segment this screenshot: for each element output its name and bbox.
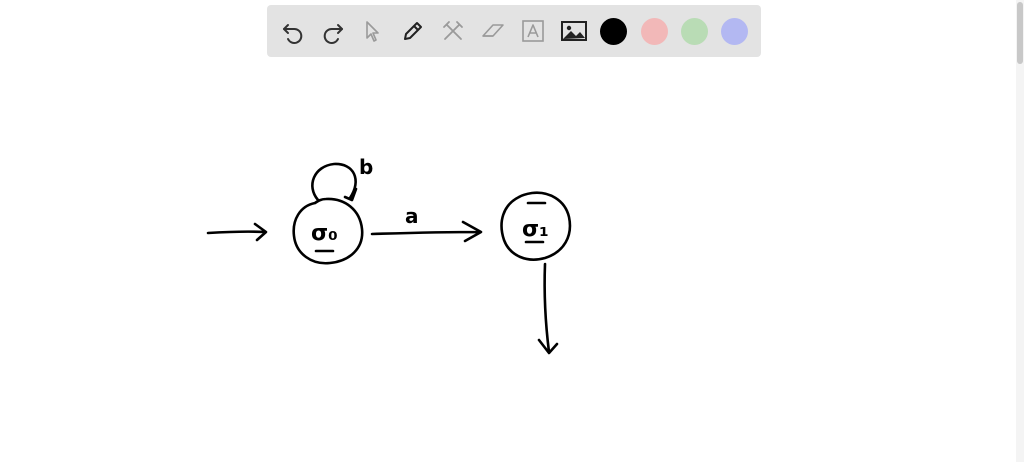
vertical-scrollbar[interactable]: [1016, 0, 1024, 462]
undo-button[interactable]: [275, 13, 311, 49]
scrollbar-thumb[interactable]: [1017, 2, 1023, 64]
color-blue-swatch[interactable]: [721, 18, 748, 45]
exit-arrow: [537, 262, 559, 355]
undo-icon: [283, 24, 303, 44]
color-pink-swatch[interactable]: [641, 18, 668, 45]
redo-button[interactable]: [315, 13, 351, 49]
edge-label: a: [405, 204, 419, 228]
state-0-label: σ₀: [311, 221, 338, 246]
state-1-circle: [500, 191, 572, 261]
image-icon: [561, 21, 587, 41]
image-tool-button[interactable]: [556, 13, 592, 49]
pen-icon: [404, 22, 422, 40]
drawing-toolbar: [267, 5, 761, 57]
text-icon: [522, 20, 544, 42]
select-tool-button[interactable]: [355, 13, 391, 49]
color-black-swatch[interactable]: [600, 18, 627, 45]
select-pointer-icon: [366, 21, 379, 42]
transition-arrow: [370, 220, 483, 243]
state-0-circle: [292, 197, 364, 265]
text-tool-button[interactable]: [515, 13, 551, 49]
loop-label: b: [359, 155, 373, 179]
redo-icon: [323, 24, 343, 44]
tools-button[interactable]: [435, 13, 471, 49]
pen-tool-button[interactable]: [395, 13, 431, 49]
eraser-icon: [482, 24, 504, 37]
tools-icon: [443, 21, 463, 40]
eraser-tool-button[interactable]: [475, 13, 511, 49]
color-green-swatch[interactable]: [681, 18, 708, 45]
self-loop-arrow: [311, 162, 358, 202]
start-arrow: [206, 222, 268, 242]
state-1-label: σ₁: [522, 217, 549, 242]
